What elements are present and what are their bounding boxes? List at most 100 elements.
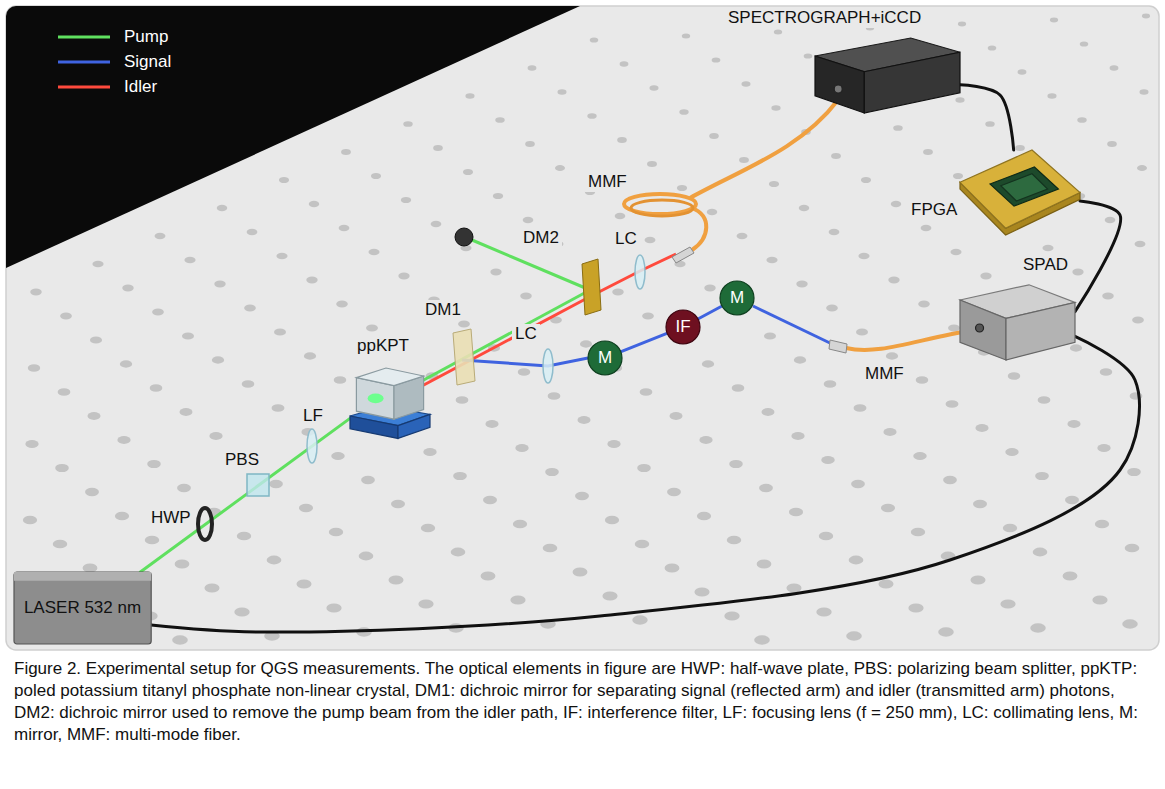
table-hole	[53, 540, 68, 549]
signal-cable	[151, 336, 1139, 632]
table-hole	[649, 85, 658, 90]
table-hole	[329, 528, 343, 537]
table-hole	[513, 520, 527, 529]
pump-beam	[420, 290, 590, 382]
table-hole	[1008, 372, 1021, 380]
table-hole	[699, 436, 712, 444]
table-hole	[339, 225, 350, 231]
shape-part	[14, 572, 151, 644]
table-hole	[274, 328, 286, 335]
shape-part	[368, 394, 384, 404]
spad-detector-shape	[960, 280, 1075, 360]
shape-part	[976, 324, 984, 332]
table-hole	[403, 121, 412, 127]
table-hole	[741, 81, 750, 86]
table-hole	[938, 627, 954, 636]
table-hole	[242, 380, 255, 388]
table-hole	[704, 285, 715, 292]
table-hole	[826, 304, 838, 311]
table-hole	[918, 301, 930, 308]
spectrograph-box-shape	[815, 38, 960, 113]
table-hole	[821, 456, 835, 464]
table-hole	[617, 137, 627, 143]
table-hole	[697, 512, 711, 521]
table-hole	[85, 488, 99, 496]
table-hole	[150, 384, 163, 392]
pump-beam	[140, 418, 350, 572]
table-hole	[451, 548, 466, 557]
table-hole	[946, 400, 959, 408]
collimating-lens	[635, 255, 645, 289]
table-hole	[709, 133, 719, 139]
table-hole	[30, 289, 42, 296]
table-hole	[759, 484, 773, 492]
shape-part	[14, 572, 151, 581]
signal-beam	[622, 334, 667, 352]
table-hole	[341, 149, 351, 155]
table-hole	[1092, 595, 1107, 604]
table-hole	[431, 221, 442, 227]
shape-part	[1006, 302, 1075, 360]
table-hole	[971, 576, 986, 585]
table-hole	[145, 536, 159, 545]
legend-entry: Signal	[58, 52, 171, 72]
table-hole	[1003, 524, 1017, 533]
signal-cable	[1075, 201, 1121, 312]
table-hole	[528, 65, 537, 70]
table-hole	[973, 500, 987, 508]
table-hole	[764, 332, 776, 339]
table-hole	[1063, 572, 1078, 581]
table-hole	[212, 356, 224, 363]
table-hole	[401, 197, 411, 203]
table-hole	[975, 424, 988, 432]
table-hole	[702, 360, 714, 367]
legend-entry: Pump	[58, 27, 168, 47]
table-hole	[55, 464, 69, 472]
part-label: LC	[512, 324, 540, 344]
half-wave-plate	[198, 508, 212, 540]
table-hole	[893, 125, 903, 131]
fiber-coupler	[672, 247, 694, 263]
table-hole	[209, 432, 222, 440]
table-hole	[580, 340, 592, 347]
table-hole	[677, 185, 687, 191]
element-symbol: M	[598, 348, 612, 368]
part-label: LF	[300, 406, 326, 426]
element-symbol: M	[730, 288, 744, 308]
part-label: MMF	[862, 364, 907, 384]
table-hole	[237, 532, 251, 541]
device-label: SPAD	[1020, 255, 1071, 275]
dark-background	[6, 6, 580, 268]
table-hole	[886, 352, 898, 359]
laser-box: LASER 532 nm	[14, 572, 151, 644]
table-hole	[856, 328, 868, 335]
table-hole	[908, 603, 923, 612]
table-hole	[336, 301, 348, 308]
table-hole	[306, 277, 317, 284]
table-hole	[1018, 69, 1027, 74]
table-hole	[1038, 396, 1051, 404]
table-hole	[421, 524, 435, 533]
table-hole	[861, 177, 871, 183]
table-hole	[122, 285, 133, 292]
table-hole	[950, 249, 961, 256]
table-hole	[786, 583, 801, 592]
table-hole	[359, 552, 374, 561]
table-hole	[247, 229, 258, 235]
table-hole	[829, 229, 840, 235]
table-hole	[1132, 316, 1144, 323]
table-hole	[804, 53, 813, 58]
table-hole	[737, 233, 748, 239]
table-hole	[682, 33, 690, 38]
table-hole	[1065, 496, 1079, 504]
table-hole	[92, 261, 103, 268]
signal-beam	[462, 358, 588, 366]
signal-cable	[960, 85, 1014, 150]
table-hole	[1030, 623, 1046, 632]
table-hole	[943, 476, 957, 484]
table-hole	[296, 579, 311, 588]
table-hole	[518, 368, 530, 375]
shape-part	[960, 150, 1080, 228]
table-hole	[911, 528, 925, 537]
